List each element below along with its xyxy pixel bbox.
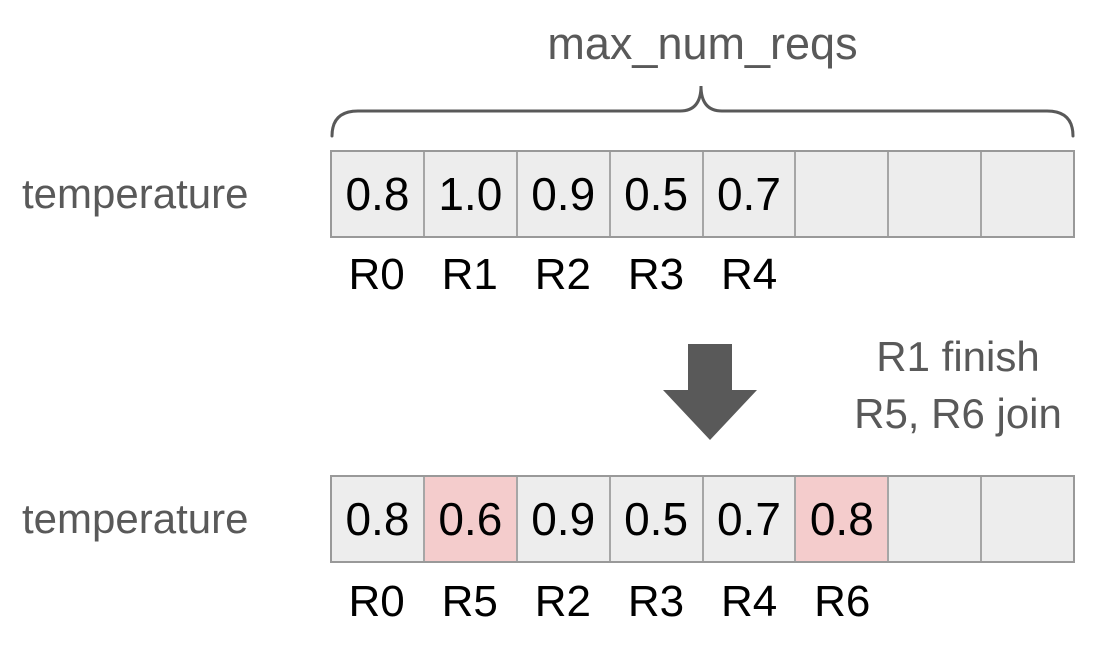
curly-brace bbox=[330, 85, 1075, 138]
array-cell: 0.7 bbox=[701, 477, 795, 561]
request-label: R0 bbox=[348, 577, 405, 626]
request-label bbox=[982, 250, 1075, 300]
request-label: R2 bbox=[534, 577, 591, 626]
array-cell bbox=[980, 477, 1073, 561]
transition-line1: R1 finish bbox=[876, 333, 1040, 380]
temperature-label-top: temperature bbox=[22, 170, 249, 217]
max-num-reqs-label: max_num_reqs bbox=[547, 18, 858, 69]
array-cell: 0.9 bbox=[515, 477, 609, 561]
array-cell: 0.8 bbox=[332, 477, 423, 561]
request-labels-top: R0 R1 R2 R3 R4 bbox=[330, 250, 1075, 300]
request-label: R4 bbox=[720, 250, 778, 299]
request-label: R1 bbox=[441, 250, 498, 299]
request-label: R0 bbox=[348, 250, 405, 299]
request-label: R4 bbox=[720, 577, 778, 626]
request-labels-bottom: R0 R5 R2 R3 R4 R6 bbox=[330, 577, 1075, 627]
array-cell bbox=[887, 477, 981, 561]
request-label bbox=[796, 250, 889, 300]
down-arrow-icon bbox=[663, 344, 757, 440]
array-cell: 0.5 bbox=[608, 152, 702, 236]
array-cell: 0.8 bbox=[332, 152, 423, 236]
request-label: R5 bbox=[441, 577, 498, 626]
request-label: R3 bbox=[627, 577, 685, 626]
request-label: R6 bbox=[814, 577, 871, 626]
request-label bbox=[982, 577, 1075, 627]
array-cell: 0.7 bbox=[701, 152, 795, 236]
transition-note: R1 finish R5, R6 join bbox=[828, 328, 1088, 442]
array-cell: 0.6 bbox=[422, 477, 516, 561]
temperature-label-bottom: temperature bbox=[22, 495, 249, 542]
request-label: R3 bbox=[627, 250, 685, 299]
request-label bbox=[889, 577, 982, 627]
array-cell: 0.9 bbox=[515, 152, 609, 236]
array-cell bbox=[887, 152, 981, 236]
temperature-array-bottom: 0.8 0.6 0.9 0.5 0.7 0.8 bbox=[330, 475, 1075, 563]
array-cell: 0.5 bbox=[608, 477, 702, 561]
array-cell bbox=[794, 152, 888, 236]
temperature-array-top: 0.8 1.0 0.9 0.5 0.7 bbox=[330, 150, 1075, 238]
array-cell: 0.8 bbox=[794, 477, 888, 561]
request-label bbox=[889, 250, 982, 300]
array-cell: 1.0 bbox=[422, 152, 516, 236]
transition-line2: R5, R6 join bbox=[854, 390, 1062, 437]
array-cell bbox=[980, 152, 1073, 236]
request-label: R2 bbox=[534, 250, 591, 299]
